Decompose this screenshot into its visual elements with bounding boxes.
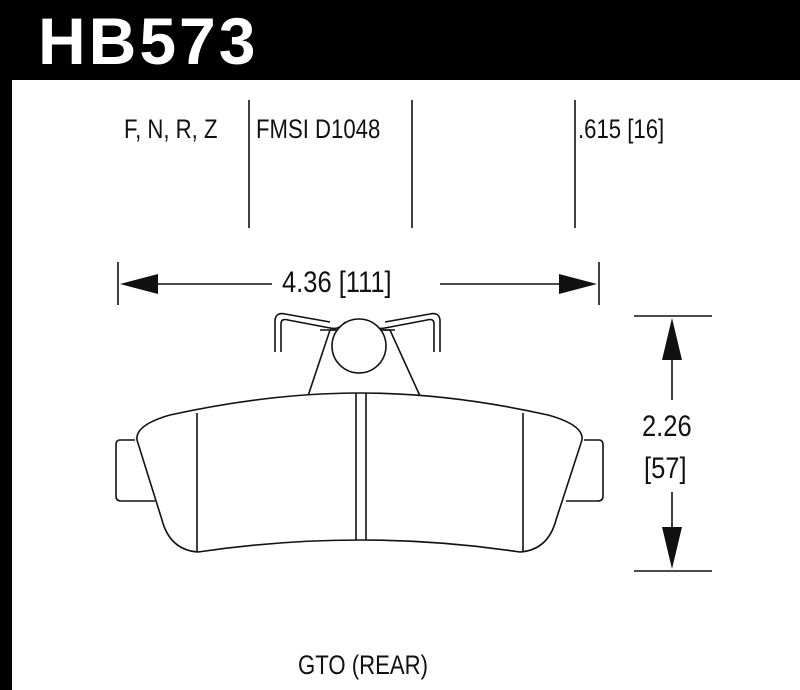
arrow-left-icon [120,274,158,294]
fmsi-label: FMSI D1048 [256,114,381,144]
application-label: GTO (REAR) [298,650,428,680]
width-dimension-label: 4.36 [111] [282,266,392,299]
arrow-down-icon [662,527,682,569]
friction-pad-outline [136,392,583,553]
mounting-hole [331,318,387,374]
thickness-label: .615 [16] [578,114,665,144]
arrow-right-icon [559,274,597,294]
side-tab-left [115,439,155,502]
side-tab-right [566,439,604,502]
diagram-panel [12,80,800,690]
part-number-title: HB573 [38,4,259,78]
compounds-label: F, N, R, Z [124,114,218,144]
arrow-up-icon [662,318,682,360]
title-bar: HB573 [0,0,800,80]
height-dimension-mm: [57] [644,452,687,485]
height-dimension-inches: 2.26 [642,410,692,443]
